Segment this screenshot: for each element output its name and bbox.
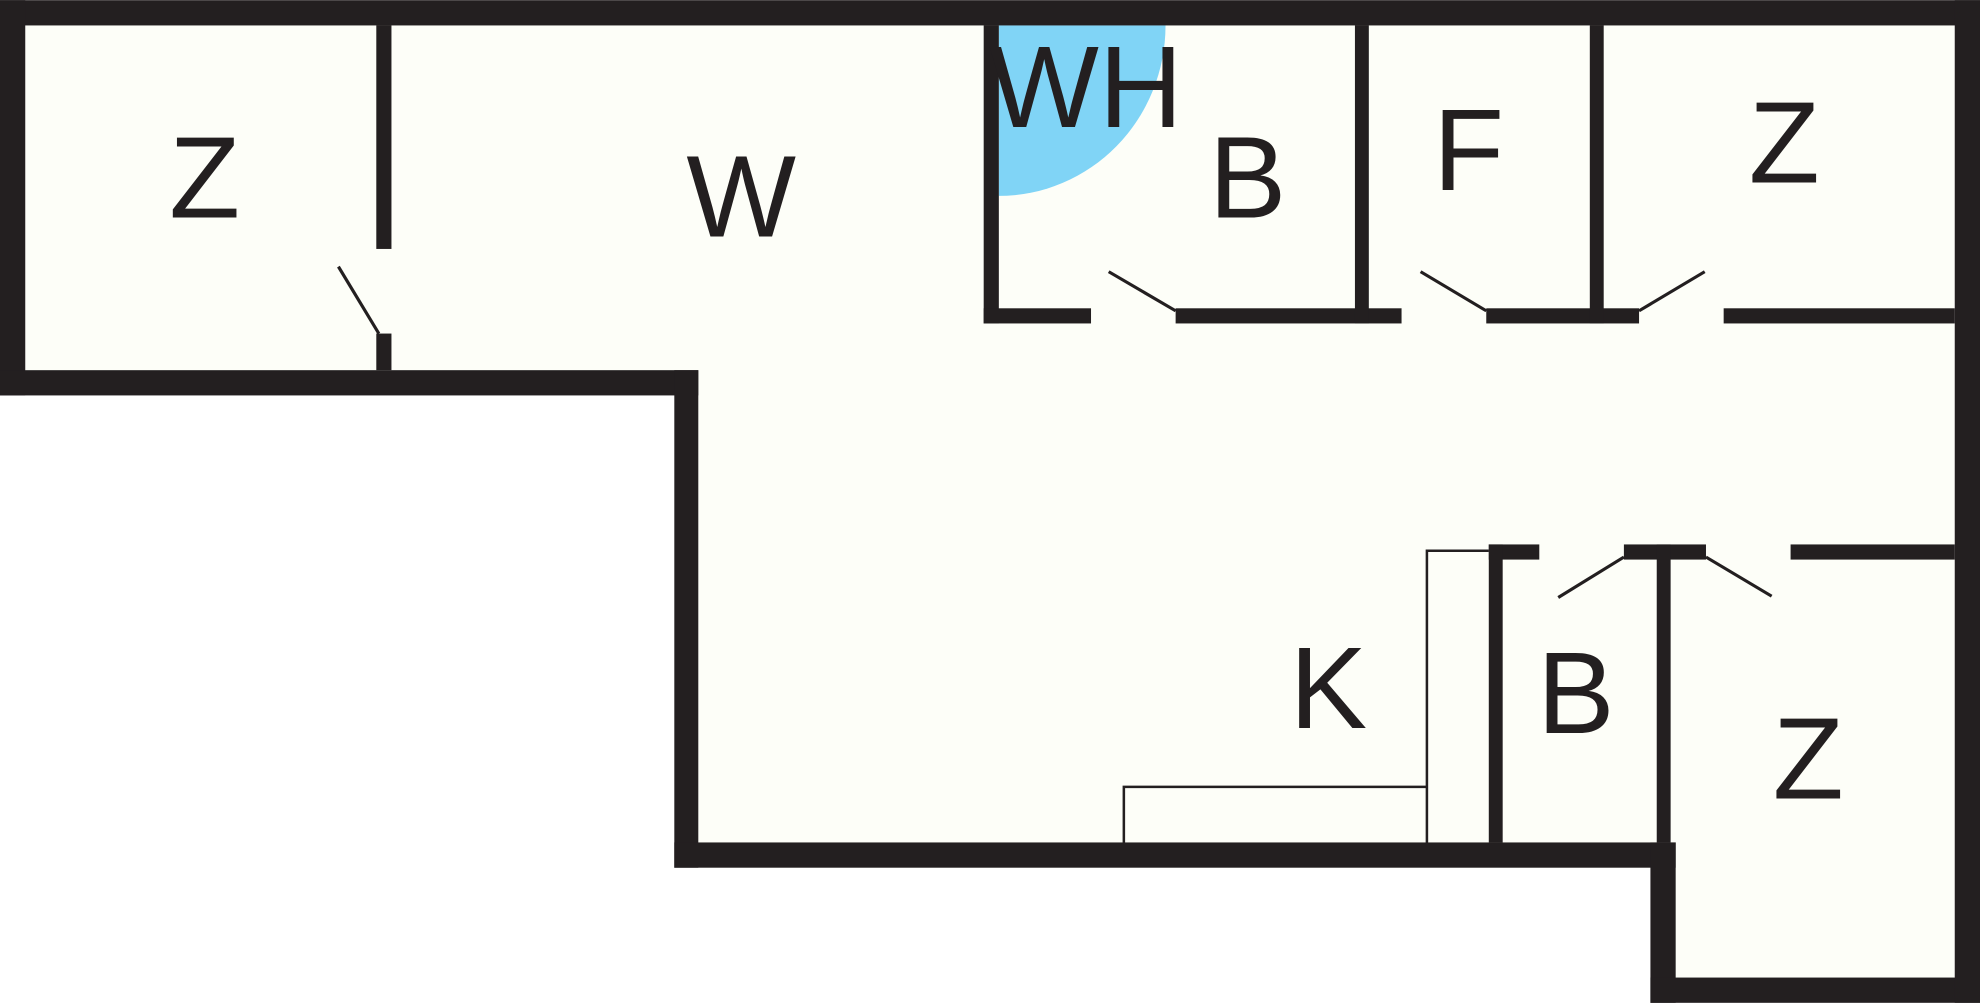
- door-swing: [1107, 270, 1177, 313]
- floor-area: [25, 25, 1955, 978]
- door-swing: [1705, 555, 1773, 598]
- door-swing: [337, 265, 381, 335]
- room-label-z-left: Z: [169, 113, 240, 243]
- room-label-b-bottom: B: [1537, 628, 1614, 758]
- room-label-z-top-right: Z: [1749, 77, 1820, 207]
- room-label-b-top: B: [1209, 113, 1286, 243]
- room-label-z-bottom-right: Z: [1773, 694, 1844, 824]
- room-label-w: W: [686, 132, 796, 262]
- room-label-f: F: [1433, 85, 1504, 215]
- door-swing: [1557, 555, 1625, 599]
- fixtures: [1122, 549, 1489, 843]
- water-heater-zone: [998, 25, 1166, 196]
- interior-walls: [376, 25, 1955, 843]
- door-swing: [1419, 270, 1488, 313]
- door-swing: [1638, 270, 1706, 313]
- room-label-k: K: [1290, 623, 1367, 753]
- doors: [337, 265, 1773, 599]
- room-label-wh: WH: [989, 22, 1183, 152]
